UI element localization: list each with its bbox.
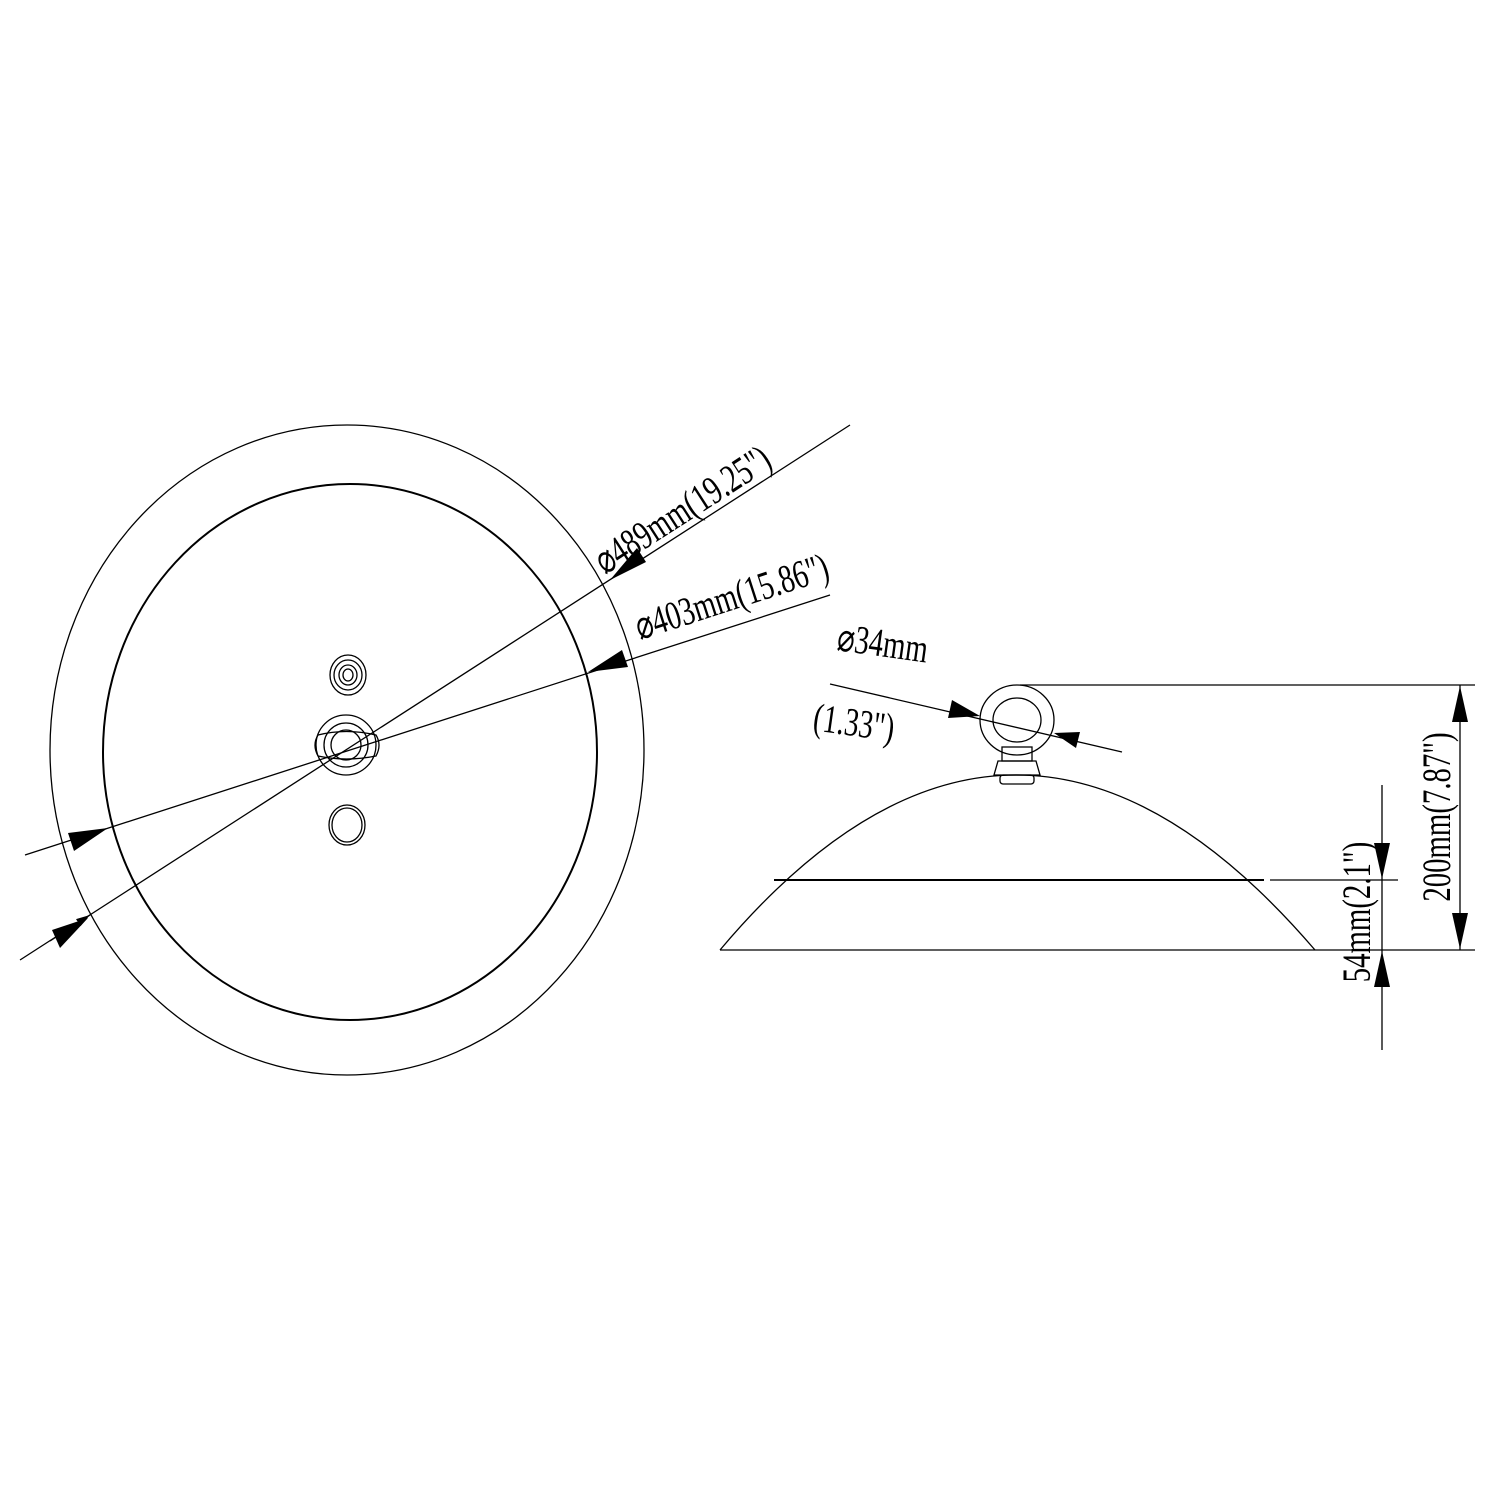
top-view: ⌀489mm(19.25") ⌀403mm(15.86")	[19, 424, 851, 1076]
eye-diameter-dimension: ⌀34mm (1.33")	[811, 615, 1123, 753]
center-hub-icon	[314, 714, 380, 776]
outer-diameter-dimension: ⌀489mm(19.25")	[19, 424, 851, 961]
bottom-ring-icon	[328, 804, 366, 846]
total-height-label: 200mm(7.87")	[1414, 732, 1459, 901]
inner-diameter-dimension: ⌀403mm(15.86")	[24, 544, 834, 856]
height-dimension: 200mm(7.87")	[1020, 684, 1475, 951]
top-fitting-icon	[329, 654, 367, 696]
outer-diameter-label: ⌀489mm(19.25")	[586, 436, 779, 583]
rim-height-dimension: 54mm(2.1")	[1334, 785, 1390, 1050]
rim-height-label: 54mm(2.1")	[1334, 842, 1379, 983]
inner-shade-circle	[102, 483, 598, 1021]
eye-diameter-label: ⌀34mm	[835, 615, 931, 672]
side-view: ⌀34mm (1.33") 200mm(7.87") 54mm(2.1")	[719, 615, 1475, 1050]
outer-rim-circle	[49, 424, 645, 1076]
inner-diameter-label: ⌀403mm(15.86")	[629, 544, 834, 648]
shade-dome	[719, 774, 1316, 951]
eye-bolt-icon	[979, 684, 1055, 785]
eye-diameter-inch-label: (1.33")	[811, 695, 898, 751]
